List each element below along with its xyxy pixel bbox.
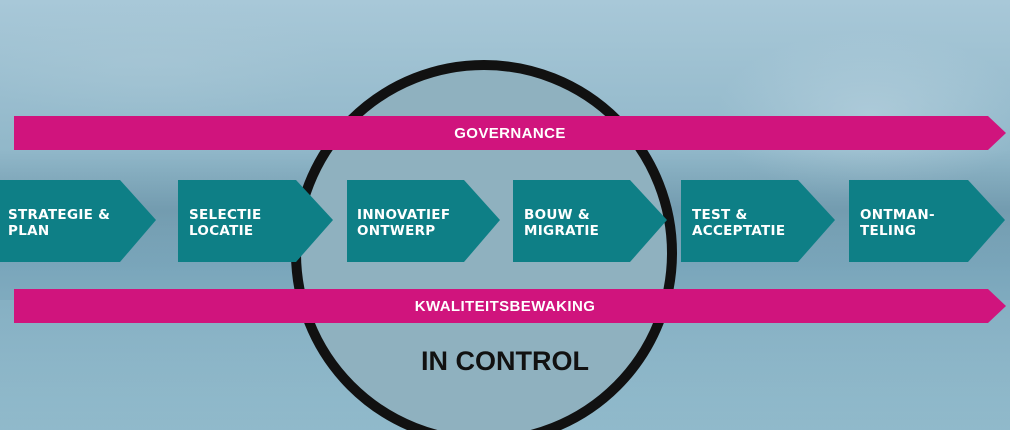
svg-text:INNOVATIEF: INNOVATIEF <box>357 207 450 223</box>
step-label-line2: ACCEPTATIE <box>692 223 785 239</box>
svg-text:SELECTIE: SELECTIE <box>189 207 262 223</box>
step-arrow-innovatief <box>347 180 500 262</box>
kwaliteitsbewaking-label: KWALITEITSBEWAKING <box>415 298 596 315</box>
step-label-line1: STRATEGIE & <box>8 207 110 223</box>
step-arrow-bouw <box>513 180 667 262</box>
process-step: ONTMAN- TELING <box>849 180 1005 262</box>
svg-text:MIGRATIE: MIGRATIE <box>524 223 599 239</box>
process-step: INNOVATIEF ONTWERP <box>347 180 500 262</box>
step-arrow-ontmanteling <box>849 180 1005 262</box>
step-arrow-test <box>681 180 835 262</box>
svg-text:ACCEPTATIE: ACCEPTATIE <box>692 223 785 239</box>
step-label-line1: TEST & <box>692 207 748 223</box>
svg-text:ONTMAN-: ONTMAN- <box>860 207 935 223</box>
governance-label: GOVERNANCE <box>454 125 566 142</box>
step-label-line2: MIGRATIE <box>524 223 599 239</box>
svg-text:STRATEGIE &: STRATEGIE & <box>8 207 110 223</box>
svg-text:PLAN: PLAN <box>8 223 49 239</box>
step-label-line1: ONTMAN- <box>860 207 935 223</box>
process-step: BOUW & MIGRATIE <box>513 180 667 262</box>
step-label-line1: INNOVATIEF <box>357 207 450 223</box>
step-arrow-selectie <box>178 180 333 262</box>
step-label-line1: SELECTIE <box>189 207 262 223</box>
svg-text:BOUW &: BOUW & <box>524 207 590 223</box>
step-label-line2: LOCATIE <box>189 223 253 239</box>
process-step: SELECTIE LOCATIE <box>178 180 333 262</box>
svg-text:TELING: TELING <box>860 223 916 239</box>
svg-text:LOCATIE: LOCATIE <box>189 223 253 239</box>
step-label-line2: PLAN <box>8 223 49 239</box>
step-arrow-strategie <box>0 180 156 262</box>
step-label-line1: BOUW & <box>524 207 590 223</box>
svg-text:ONTWERP: ONTWERP <box>357 223 436 239</box>
step-label-line2: TELING <box>860 223 916 239</box>
process-step: TEST & ACCEPTATIE <box>681 180 835 262</box>
svg-text:TEST &: TEST & <box>692 207 748 223</box>
process-step: STRATEGIE & PLAN <box>0 180 156 262</box>
step-label-line2: ONTWERP <box>357 223 436 239</box>
governance-band <box>14 116 1006 150</box>
in-control-label: IN CONTROL <box>421 346 589 376</box>
kwaliteitsbewaking-band <box>14 289 1006 323</box>
